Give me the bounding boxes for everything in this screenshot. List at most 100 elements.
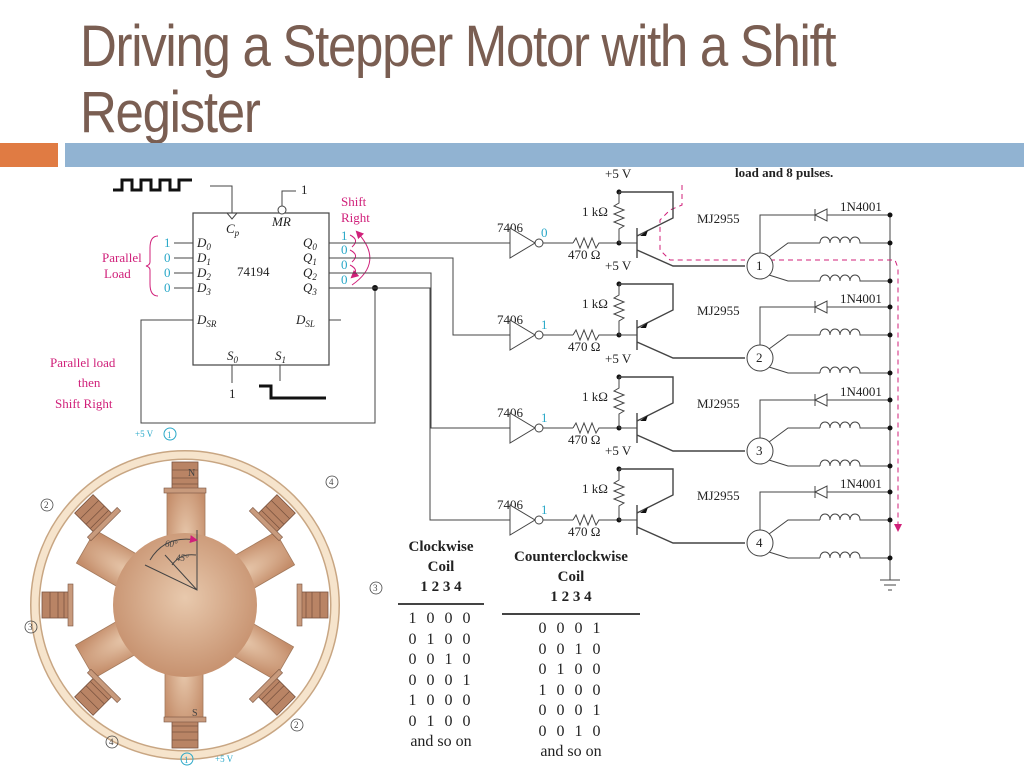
svg-text:S1: S1 [275,348,286,365]
inverter-symbol [509,319,536,351]
svg-text:0: 0 [341,272,348,287]
diode-icon [813,485,828,499]
svg-text:3: 3 [373,583,378,593]
svg-text:+5 V: +5 V [605,351,632,366]
inverter-symbol [509,412,536,444]
svg-text:1: 1 [301,182,308,197]
svg-text:74194: 74194 [237,264,270,279]
rotor [74,489,296,721]
stator-pole [74,494,122,542]
table-row: 0 1 0 0 [538,661,604,678]
svg-text:Parallel: Parallel [102,250,142,265]
svg-text:7406: 7406 [497,405,524,420]
diode-icon [813,300,828,314]
svg-text:2: 2 [756,350,763,365]
svg-text:+5 V: +5 V [215,754,234,764]
coil-winding-icon [819,513,890,521]
svg-text:S: S [192,708,198,719]
svg-text:7406: 7406 [497,497,524,512]
coil-winding-icon [819,421,890,429]
parallel-inputs: D0 D1 D2 D3 1 0 0 0 Parallel Load [102,235,211,297]
svg-text:Right: Right [341,210,370,225]
clockwise-title: Clockwise [408,539,474,555]
svg-text:1: 1 [341,228,348,243]
table-row: 0 1 0 0 [408,630,474,648]
svg-text:1N4001: 1N4001 [840,199,882,214]
table-row: 0 0 1 0 [538,640,604,658]
table-row: 1 0 0 0 [538,681,604,699]
diode-icon [813,208,828,222]
table-row: 0 0 1 0 [538,722,604,740]
svg-text:+5 V: +5 V [605,443,632,458]
svg-text:DSL: DSL [295,312,315,329]
svg-text:+5 V: +5 V [135,429,154,439]
table-row: 0 0 0 1 [408,671,474,689]
stator-pole [163,716,207,749]
svg-text:3: 3 [756,443,763,458]
stator-pole [248,494,296,542]
svg-text:1N4001: 1N4001 [840,384,882,399]
resistor-470 [572,421,619,435]
svg-text:2: 2 [294,720,299,730]
svg-text:Q3: Q3 [303,280,317,297]
svg-text:1: 1 [541,502,548,517]
svg-text:+5 V: +5 V [605,258,632,273]
svg-text:1: 1 [164,235,171,250]
svg-text:470 Ω: 470 Ω [568,432,600,447]
svg-text:1 kΩ: 1 kΩ [582,204,608,219]
title-accent-bar [65,143,1024,167]
driver-stage: 7406 0 470 Ω +5 V 1 kΩ MJ2955 1 1N4001 [497,166,893,284]
resistor-1k [612,284,626,335]
coil-winding-icon [819,459,890,467]
svg-text:3: 3 [28,622,33,632]
svg-text:1 kΩ: 1 kΩ [582,296,608,311]
svg-text:1 kΩ: 1 kΩ [582,481,608,496]
svg-text:1N4001: 1N4001 [840,291,882,306]
clock-pin-label: Cp [226,221,240,238]
svg-text:MR: MR [271,214,291,229]
table-row: 0 1 0 0 [408,712,474,730]
svg-text:1: 1 [541,317,548,332]
svg-text:0: 0 [164,250,171,265]
svg-text:0: 0 [341,242,348,257]
svg-text:Load: Load [104,266,131,281]
svg-text:0: 0 [341,257,348,272]
stator-pole [248,668,296,716]
inverter-symbol [509,504,536,536]
svg-text:DSR: DSR [196,312,217,329]
resistor-1k [612,377,626,428]
title-accent-square [0,143,58,167]
clock-waveform-icon [113,178,192,192]
resistor-470 [572,513,619,527]
svg-text:1: 1 [541,410,548,425]
svg-text:S0: S0 [227,348,239,365]
svg-text:45°: 45° [176,553,189,563]
counterclockwise-table: Counterclockwise Coil 1 2 3 4 0 0 0 1 0 … [502,547,640,762]
svg-text:1 kΩ: 1 kΩ [582,389,608,404]
svg-text:4: 4 [756,535,763,550]
svg-text:MJ2955: MJ2955 [697,488,740,503]
svg-text:470 Ω: 470 Ω [568,247,600,262]
svg-text:2: 2 [44,500,49,510]
svg-text:+5 V: +5 V [605,166,632,181]
pnp-transistor [619,376,745,452]
svg-text:470 Ω: 470 Ω [568,339,600,354]
resistor-470 [572,236,619,250]
driver-stage: 7406 1 470 Ω +5 V 1 kΩ MJ2955 4 1N4001 [497,443,893,561]
svg-text:MJ2955: MJ2955 [697,303,740,318]
table-row: 1 0 0 0 [408,692,474,709]
svg-text:MJ2955: MJ2955 [697,396,740,411]
table-row: 0 0 1 0 [408,651,474,668]
svg-text:0: 0 [541,225,548,240]
stator-pole [74,668,122,716]
clockwise-table: Clockwise Coil 1 2 3 4 1 0 0 0 0 1 0 0 0… [398,537,484,752]
svg-text:60°: 60° [165,539,178,549]
table-row: 0 0 0 1 [538,620,604,637]
svg-text:1N4001: 1N4001 [840,476,882,491]
svg-text:0: 0 [164,265,171,280]
svg-text:D3: D3 [196,280,211,297]
svg-text:Parallel load: Parallel load [50,355,116,370]
driver-stage: 7406 1 470 Ω +5 V 1 kΩ MJ2955 3 1N4001 [497,351,893,469]
svg-text:1: 1 [229,386,236,401]
